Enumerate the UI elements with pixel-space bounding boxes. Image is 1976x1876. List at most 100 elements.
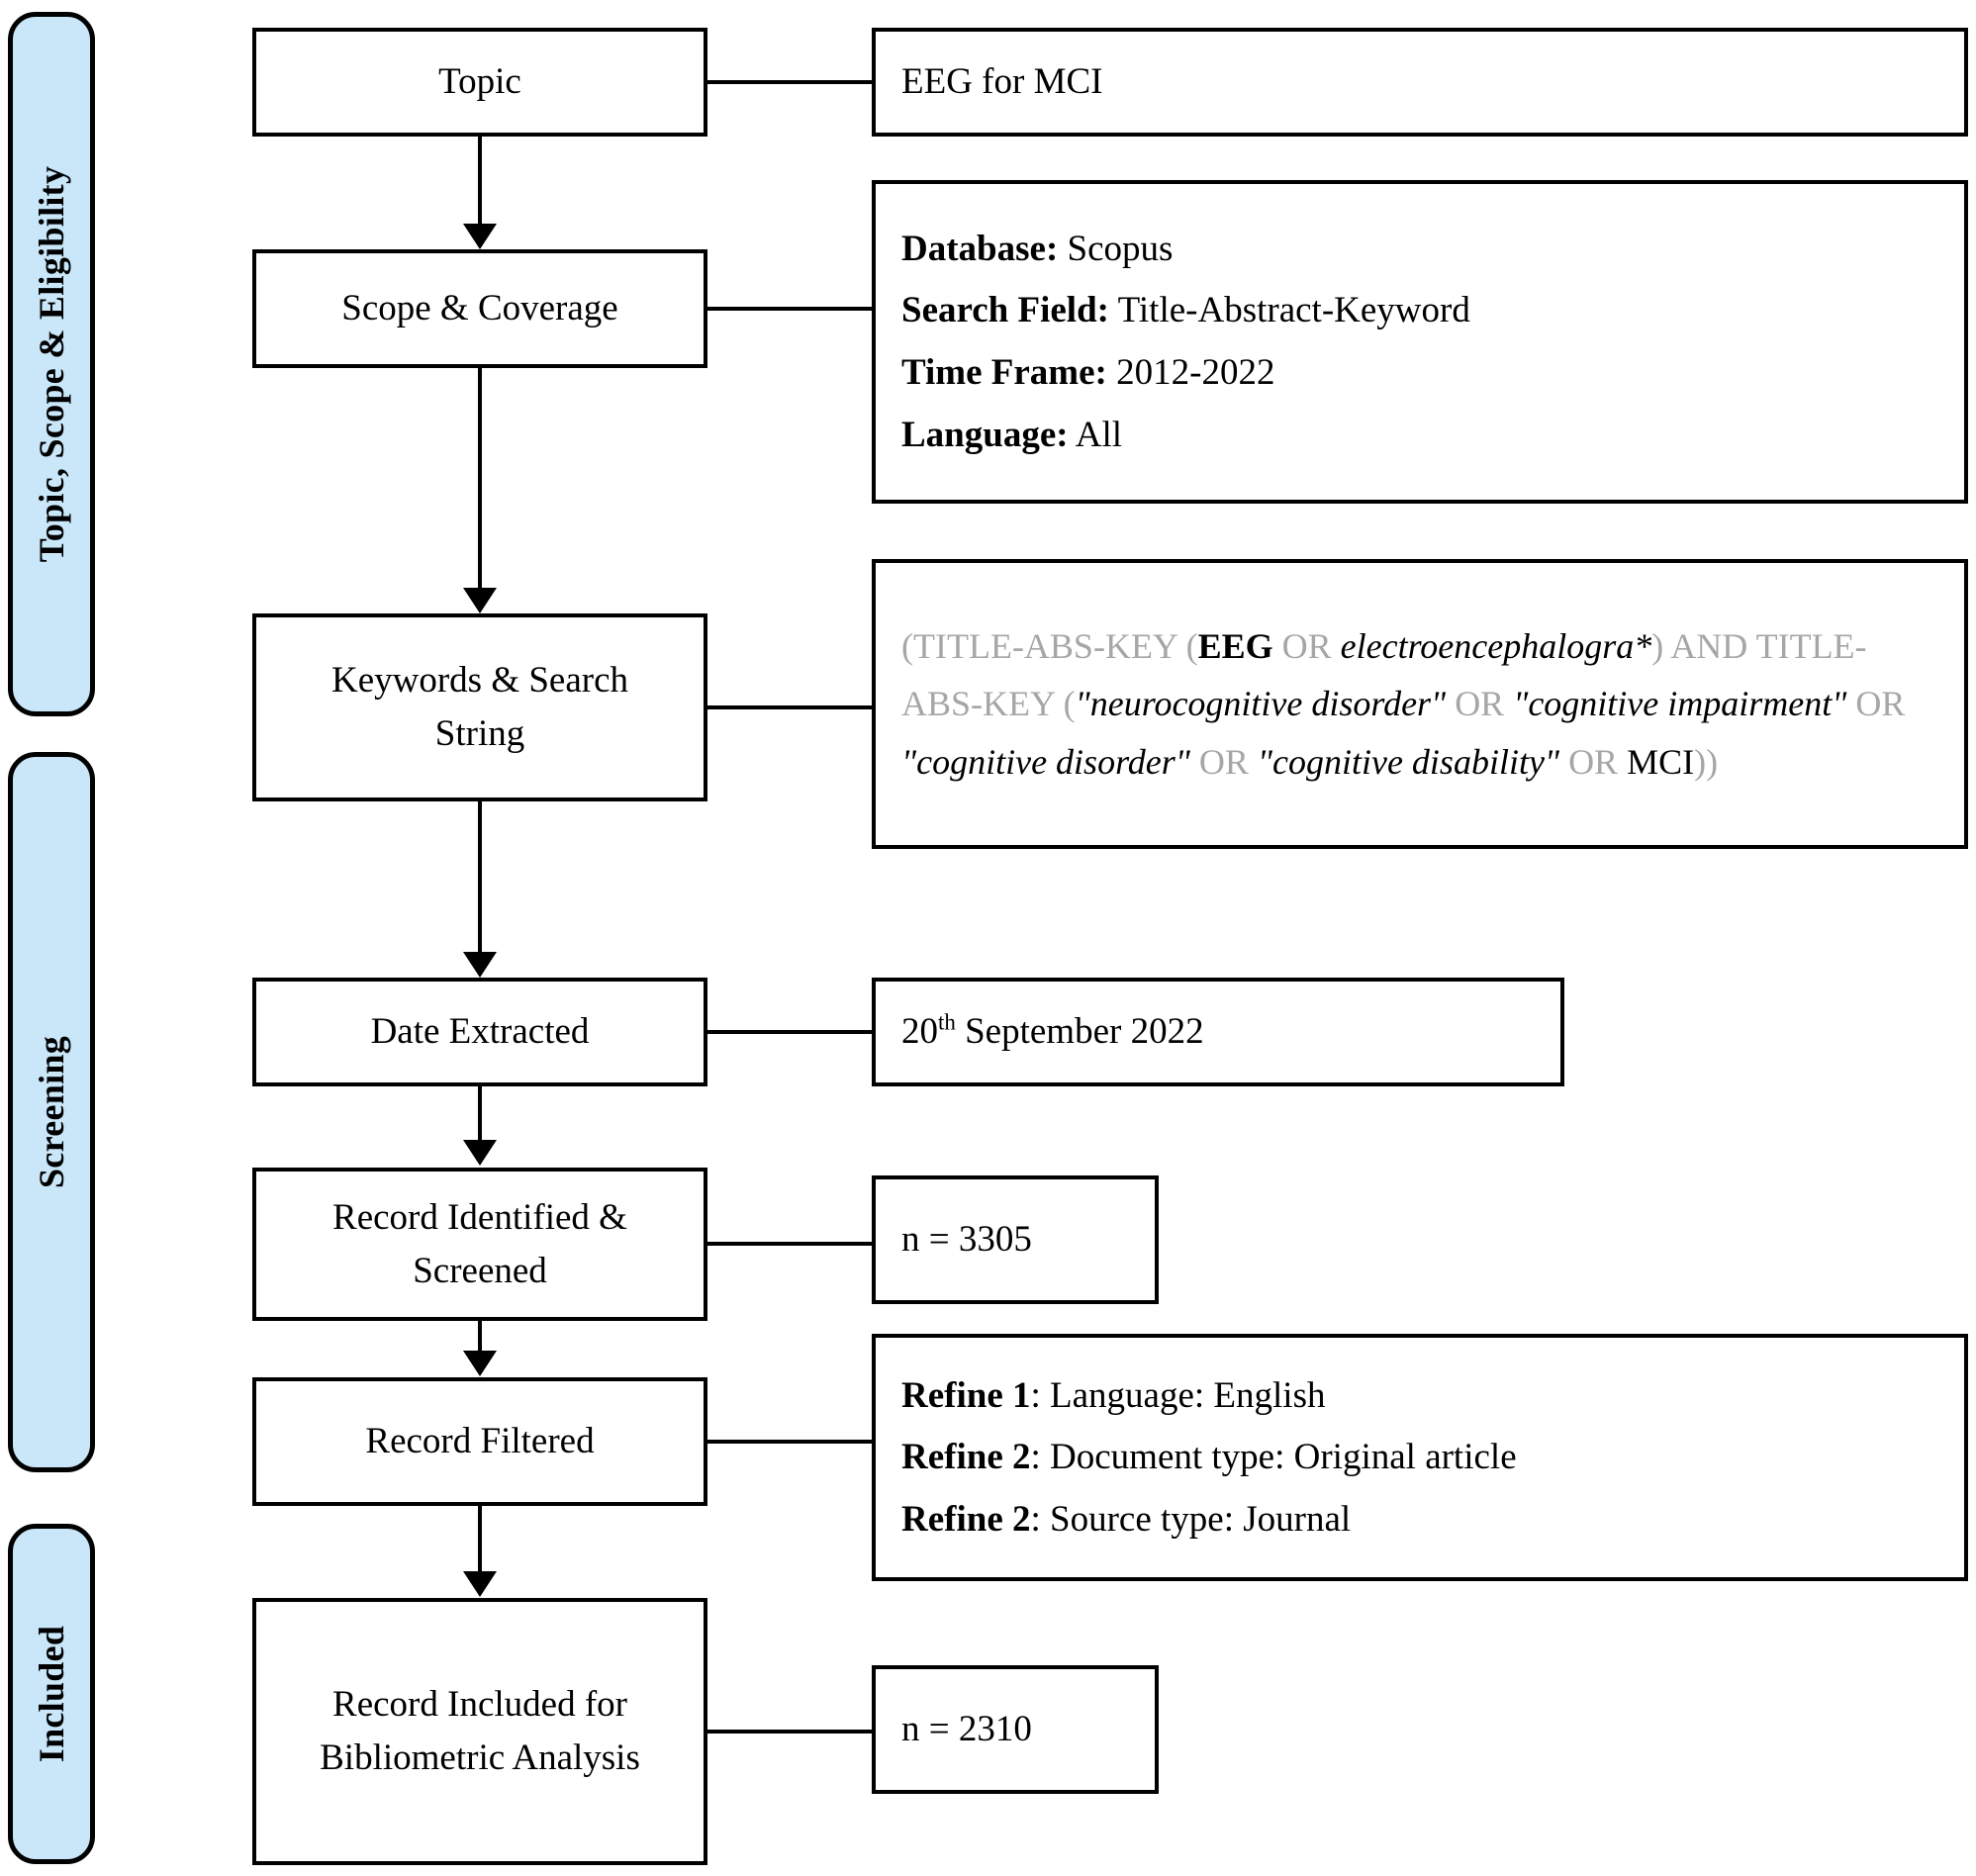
query-token-27: "cognitive disability" (1257, 741, 1560, 782)
detail-line-refine-3: Refine 2: Source type: Journal (901, 1493, 1946, 1547)
step-label-record-identified-line2: Screened (413, 1250, 547, 1291)
query-token-26 (1249, 742, 1258, 782)
query-token-24 (1190, 742, 1199, 782)
detail-box-scope-coverage: Database: Scopus Search Field: Title-Abs… (872, 180, 1968, 504)
detail-key-time-frame: Time Frame: (901, 352, 1107, 393)
step-label-record-included-line1: Record Included for (332, 1684, 627, 1726)
query-token-6 (1332, 626, 1341, 666)
detail-box-date-value: 20th September 2022 (872, 978, 1564, 1086)
connector-record-filtered-to-refine (706, 1440, 874, 1444)
step-box-record-identified-screened[interactable]: Record Identified & Screened (252, 1168, 707, 1321)
connector-keywords-to-date (478, 801, 482, 960)
detail-value-refine-3: Source type: Journal (1050, 1498, 1352, 1540)
detail-topic-value: EEG for MCI (901, 61, 1103, 103)
phase-band-topic-scope-eligibility: Topic, Scope & Eligibility (8, 12, 95, 716)
detail-sep-refine-3: : (1030, 1498, 1051, 1540)
arrowhead-date-to-record-identified (463, 1140, 497, 1166)
query-token-8: ) (1651, 626, 1664, 667)
query-token-5: OR (1281, 626, 1332, 667)
detail-key-language: Language: (901, 414, 1069, 455)
phase-band-screening: Screening (8, 752, 95, 1472)
query-token-28 (1559, 742, 1568, 782)
detail-sep-refine-2: : (1030, 1437, 1051, 1478)
query-token-19: "cognitive impairment" (1513, 684, 1847, 724)
query-token-21: OR (1855, 684, 1906, 724)
connector-scope-to-keywords (478, 368, 482, 598)
detail-value-database: Scopus (1067, 228, 1174, 269)
detail-date-rest: September 2022 (955, 1011, 1204, 1053)
detail-key-refine-1: Refine 1 (901, 1374, 1031, 1416)
step-box-keywords-search-string[interactable]: Keywords & Search String (252, 613, 707, 801)
step-label-record-filtered: Record Filtered (365, 1421, 595, 1462)
query-token-17: OR (1455, 684, 1505, 724)
detail-box-record-identified-count: n = 3305 (872, 1175, 1159, 1304)
detail-value-refine-1: Language: English (1050, 1374, 1326, 1416)
query-token-23: "cognitive disorder" (901, 741, 1190, 782)
detail-line-language: Language: All (901, 409, 1946, 462)
step-label-date-extracted: Date Extracted (370, 1011, 590, 1053)
detail-box-record-included-count: n = 2310 (872, 1665, 1159, 1794)
step-label-record-identified-line1: Record Identified & (332, 1196, 627, 1238)
connector-scope-to-details (706, 307, 874, 311)
step-box-topic[interactable]: Topic (252, 28, 707, 137)
arrowhead-record-identified-to-filtered (463, 1351, 497, 1376)
query-token-10: AND (1670, 626, 1748, 667)
step-box-scope-coverage[interactable]: Scope & Coverage (252, 249, 707, 368)
step-label-topic: Topic (438, 61, 521, 103)
connector-record-identified-to-count (706, 1242, 874, 1246)
query-token-14: ( (1063, 684, 1076, 724)
query-token-31: MCI (1627, 741, 1695, 782)
detail-value-language: All (1075, 414, 1123, 455)
query-token-13 (1055, 684, 1064, 723)
detail-sep-refine-1: : (1030, 1374, 1051, 1416)
detail-date-day: 20 (901, 1011, 938, 1053)
query-token-2: ( (1185, 626, 1198, 667)
detail-line-refine-2: Refine 2: Document type: Original articl… (901, 1431, 1946, 1484)
detail-box-topic-value: EEG for MCI (872, 28, 1968, 137)
query-token-16 (1446, 684, 1455, 723)
step-label-keywords-search-string: Keywords & Search String (256, 654, 704, 760)
detail-key-database: Database: (901, 228, 1059, 269)
step-box-record-filtered[interactable]: Record Filtered (252, 1377, 707, 1506)
query-token-32: )) (1694, 741, 1719, 782)
query-token-1 (1177, 626, 1186, 666)
detail-line-search-field: Search Field: Title-Abstract-Keyword (901, 284, 1946, 337)
step-label-keywords-line2: String (434, 713, 525, 754)
step-box-record-included[interactable]: Record Included for Bibliometric Analysi… (252, 1598, 707, 1865)
detail-key-refine-2: Refine 2 (901, 1437, 1031, 1478)
phase-band-included: Included (8, 1524, 95, 1864)
query-token-3: EEG (1197, 626, 1273, 667)
phase-label-screening: Screening (32, 1035, 71, 1189)
detail-record-identified-count: n = 3305 (901, 1219, 1032, 1261)
step-box-date-extracted[interactable]: Date Extracted (252, 978, 707, 1086)
query-token-7: electroencephalogra* (1340, 626, 1652, 667)
arrowhead-keywords-to-date (463, 952, 497, 978)
detail-record-included-count: n = 2310 (901, 1709, 1032, 1750)
query-token-18 (1504, 684, 1513, 723)
query-token-30 (1618, 742, 1627, 782)
step-label-record-included: Record Included for Bibliometric Analysi… (256, 1678, 704, 1784)
detail-line-refine-1: Refine 1: Language: English (901, 1369, 1946, 1423)
detail-date-ordinal: th (938, 1009, 956, 1035)
detail-key-refine-3: Refine 2 (901, 1498, 1031, 1540)
connector-record-included-to-count (706, 1730, 874, 1734)
phase-label-included: Included (32, 1625, 71, 1763)
detail-value-search-field: Title-Abstract-Keyword (1117, 290, 1470, 331)
detail-search-string: (TITLE-ABS-KEY (EEG OR electroencephalog… (876, 617, 1964, 791)
detail-date-value: 20th September 2022 (876, 1005, 1560, 1059)
phase-label-topic-scope-eligibility: Topic, Scope & Eligibility (32, 165, 71, 563)
step-label-record-identified-screened: Record Identified & Screened (256, 1191, 704, 1297)
detail-value-refine-2: Document type: Original article (1050, 1437, 1517, 1478)
query-token-0: (TITLE-ABS-KEY (901, 626, 1177, 667)
detail-box-refine: Refine 1: Language: English Refine 2: Do… (872, 1334, 1968, 1581)
detail-box-search-string: (TITLE-ABS-KEY (EEG OR electroencephalog… (872, 559, 1968, 849)
arrowhead-scope-to-keywords (463, 588, 497, 613)
connector-topic-to-value (706, 80, 874, 84)
query-token-4 (1273, 626, 1282, 666)
query-token-25: OR (1198, 741, 1249, 782)
detail-line-database: Database: Scopus (901, 223, 1946, 276)
arrowhead-record-filtered-to-included (463, 1571, 497, 1597)
step-label-scope-coverage: Scope & Coverage (341, 288, 618, 329)
detail-key-search-field: Search Field: (901, 290, 1109, 331)
